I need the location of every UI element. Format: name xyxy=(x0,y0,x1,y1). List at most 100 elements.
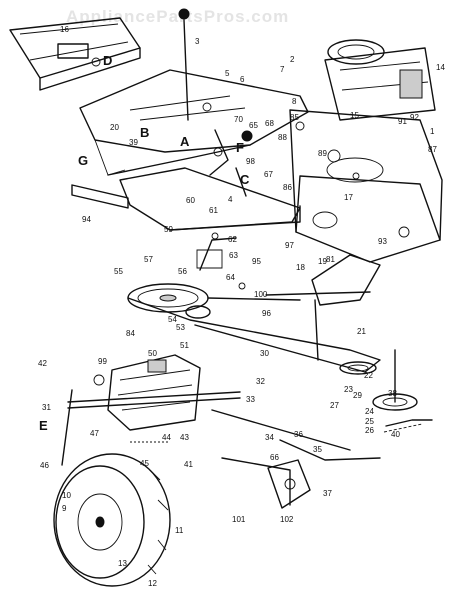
callout-34: 34 xyxy=(265,433,274,442)
callout-5: 5 xyxy=(225,69,230,78)
callout-51: 51 xyxy=(180,341,189,350)
callout-42: 42 xyxy=(38,359,47,368)
reference-letters: A B C D E F G xyxy=(39,53,250,433)
callout-54: 54 xyxy=(168,315,177,324)
callout-25: 25 xyxy=(365,417,374,426)
callout-55: 55 xyxy=(114,267,123,276)
drive-belt-system xyxy=(127,283,381,375)
linkages xyxy=(196,129,381,361)
callout-6: 6 xyxy=(240,75,245,84)
callout-50: 50 xyxy=(148,349,157,358)
callout-38: 38 xyxy=(388,389,397,398)
callout-1: 1 xyxy=(430,127,435,136)
callout-100: 100 xyxy=(254,290,268,299)
callout-32: 32 xyxy=(256,377,265,386)
callout-30: 30 xyxy=(260,349,269,358)
ref-letter-d: D xyxy=(103,53,112,68)
callout-19: 19 xyxy=(318,257,327,266)
callout-41: 41 xyxy=(184,460,193,469)
callout-24: 24 xyxy=(365,407,374,416)
callout-44: 44 xyxy=(162,433,171,442)
callout-33: 33 xyxy=(246,395,255,404)
transmission xyxy=(67,354,241,431)
callout-9: 9 xyxy=(62,504,67,513)
callout-65: 65 xyxy=(249,121,258,130)
callout-labels: 1 2 3 4 5 6 7 8 9 10 11 12 13 14 15 16 1… xyxy=(38,25,445,588)
callout-59: 59 xyxy=(164,225,173,234)
callout-21: 21 xyxy=(357,327,366,336)
callout-60: 60 xyxy=(186,196,195,205)
callout-31: 31 xyxy=(42,403,51,412)
callout-96: 96 xyxy=(262,309,271,318)
callout-15: 15 xyxy=(350,111,359,120)
callout-86: 86 xyxy=(283,183,292,192)
callout-7: 7 xyxy=(280,65,285,74)
callout-87: 87 xyxy=(428,145,437,154)
callout-43: 43 xyxy=(180,433,189,442)
shift-lever xyxy=(178,8,190,121)
callout-29: 29 xyxy=(353,391,362,400)
callout-14: 14 xyxy=(436,63,445,72)
callout-92: 92 xyxy=(410,113,419,122)
ref-letter-c: C xyxy=(240,172,250,187)
ref-letter-e: E xyxy=(39,418,48,433)
callout-13: 13 xyxy=(118,559,127,568)
callout-53: 53 xyxy=(176,323,185,332)
callout-8: 8 xyxy=(292,97,297,106)
front-panel xyxy=(119,167,301,231)
ref-letter-b: B xyxy=(140,125,149,140)
callout-36: 36 xyxy=(294,430,303,439)
callout-81: 81 xyxy=(326,255,335,264)
callout-97: 97 xyxy=(285,241,294,250)
callout-3: 3 xyxy=(195,37,200,46)
callout-95: 95 xyxy=(252,257,261,266)
callout-37: 37 xyxy=(323,489,332,498)
callout-94: 94 xyxy=(82,215,91,224)
callout-26: 26 xyxy=(365,426,374,435)
callout-84: 84 xyxy=(126,329,135,338)
callout-22: 22 xyxy=(364,371,373,380)
callout-102: 102 xyxy=(280,515,294,524)
callout-45: 45 xyxy=(140,459,149,468)
callout-23: 23 xyxy=(344,385,353,394)
callout-89: 89 xyxy=(318,149,327,158)
frame-right xyxy=(289,109,443,263)
hardware xyxy=(93,102,360,386)
callout-12: 12 xyxy=(148,579,157,588)
ref-letter-a: A xyxy=(180,134,190,149)
frame-upper xyxy=(79,69,309,176)
callout-85: 85 xyxy=(290,113,299,122)
callout-68: 68 xyxy=(265,119,274,128)
callout-17: 17 xyxy=(344,193,353,202)
callout-67: 67 xyxy=(264,170,273,179)
pulley-lower xyxy=(372,349,418,411)
callout-46: 46 xyxy=(40,461,49,470)
callout-93: 93 xyxy=(378,237,387,246)
callout-101: 101 xyxy=(232,515,246,524)
wheel xyxy=(53,453,171,587)
brake-linkage xyxy=(61,389,433,506)
watermark: AppliancePartsPros.com xyxy=(66,7,289,26)
brake-plate xyxy=(267,459,311,509)
ref-letter-f: F xyxy=(236,140,244,155)
callout-57: 57 xyxy=(144,255,153,264)
callout-35: 35 xyxy=(313,445,322,454)
callout-98: 98 xyxy=(246,157,255,166)
callout-70: 70 xyxy=(234,115,243,124)
callout-2: 2 xyxy=(290,55,295,64)
bracket-94 xyxy=(71,184,129,209)
callout-40: 40 xyxy=(391,430,400,439)
ref-letter-g: G xyxy=(78,153,88,168)
callout-16: 16 xyxy=(60,25,69,34)
callout-63: 63 xyxy=(229,251,238,260)
callout-62: 62 xyxy=(228,235,237,244)
callout-99: 99 xyxy=(98,357,107,366)
callout-88: 88 xyxy=(278,133,287,142)
callout-4: 4 xyxy=(228,195,233,204)
callout-56: 56 xyxy=(178,267,187,276)
callout-91: 91 xyxy=(398,117,407,126)
callout-27: 27 xyxy=(330,401,339,410)
callout-20: 20 xyxy=(110,123,119,132)
